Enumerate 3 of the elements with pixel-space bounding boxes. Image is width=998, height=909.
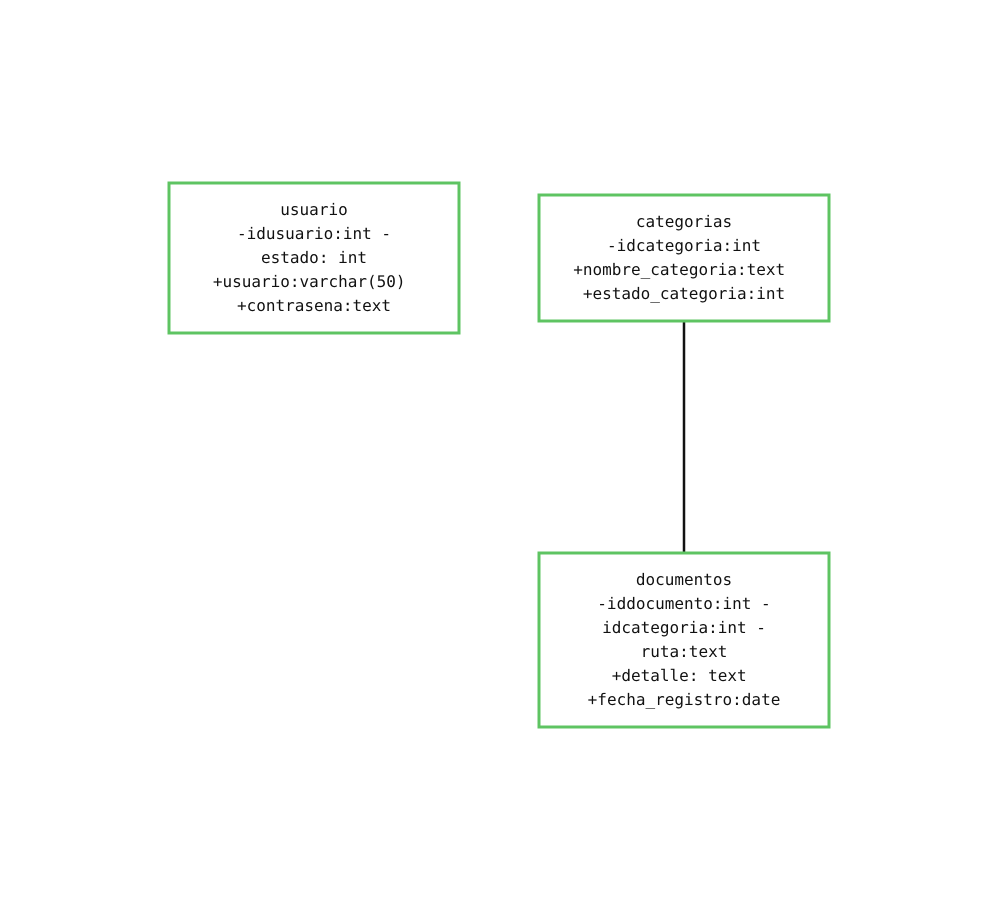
node-box: categorias -idcategoria:int +nombre_categoria:text +estado_categoria:int [538,193,830,322]
node-box: documentos -iddocumento:int -idcategoria:int -ruta:text +detalle: text +fecha_registro:date [538,551,830,728]
node-box: usuario -idusuario:int -estado: int +usuario:varchar(50) +contrasena:text [168,181,460,334]
